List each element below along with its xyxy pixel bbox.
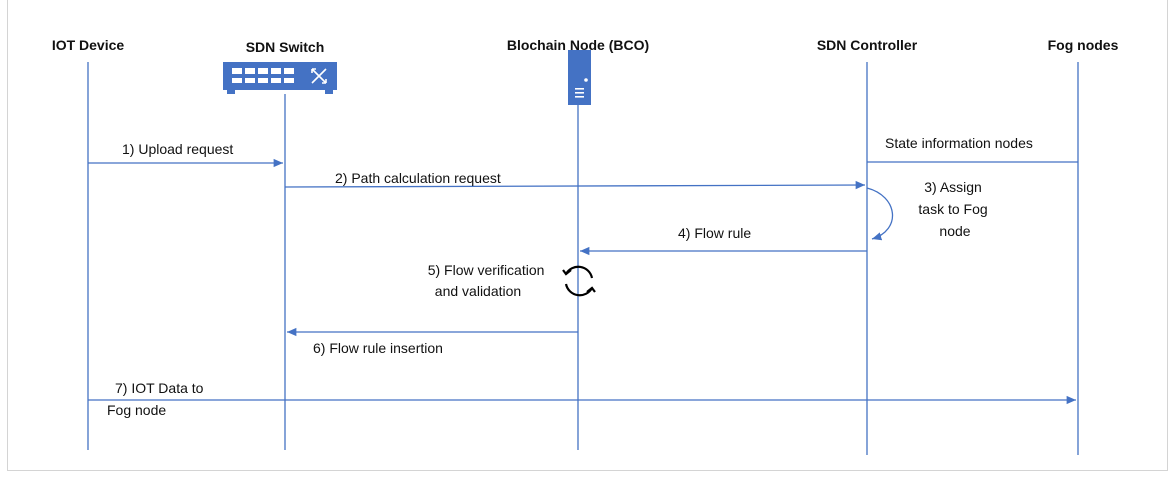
participant-iot-device: IOT Device <box>52 37 125 53</box>
server-icon <box>568 50 591 105</box>
participant-sdn-switch: SDN Switch <box>246 39 325 55</box>
message-label-path-calculation: 2) Path calculation request <box>335 170 501 186</box>
message-label-assign-task: 3) Assign task to Fog node <box>918 179 991 239</box>
network-switch-icon <box>223 62 337 94</box>
participant-sdn-controller: SDN Controller <box>817 37 918 53</box>
message-arrow-path-calculation <box>284 180 866 190</box>
message-label-flow-rule-insertion: 6) Flow rule insertion <box>313 340 443 356</box>
message-label-flow-rule: 4) Flow rule <box>678 225 751 241</box>
diagram-frame <box>7 0 1168 471</box>
participant-fog-nodes: Fog nodes <box>1048 37 1119 53</box>
refresh-cycle-icon <box>562 265 596 297</box>
message-label-iot-data: 7) IOT Data to Fog node <box>107 380 207 418</box>
state-information-label: State information nodes <box>885 135 1033 151</box>
message-label-upload-request: 1) Upload request <box>122 141 233 157</box>
message-arrow-assign-task <box>866 187 894 241</box>
participant-blockchain-node: Blochain Node (BCO) <box>507 37 649 53</box>
message-label-flow-verification: 5) Flow verification and validation <box>428 262 549 299</box>
